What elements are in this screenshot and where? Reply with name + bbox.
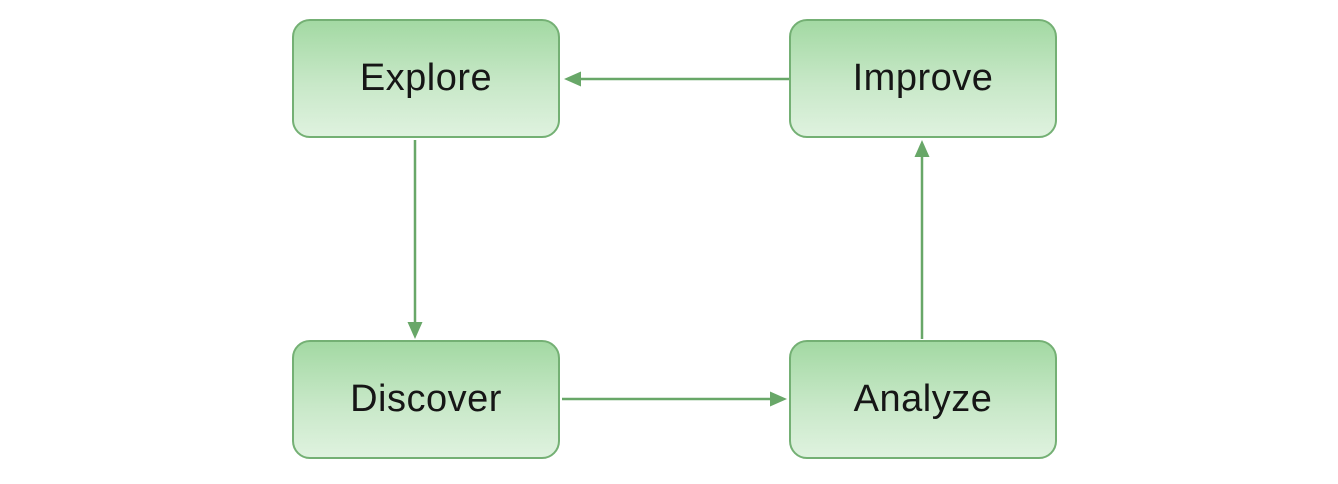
node-analyze: Analyze: [789, 340, 1057, 459]
node-analyze-label: Analyze: [853, 378, 993, 420]
edge-explore-to-discover: [407, 140, 423, 339]
arrowhead-left-icon: [564, 71, 581, 87]
arrowhead-up-icon: [914, 140, 930, 157]
edge-analyze-to-improve: [914, 140, 930, 339]
node-discover-label: Discover: [350, 378, 502, 420]
node-improve: Improve: [789, 19, 1057, 138]
node-improve-label: Improve: [852, 57, 994, 99]
node-explore: Explore: [292, 19, 560, 138]
node-explore-label: Explore: [359, 57, 493, 99]
arrowhead-down-icon: [407, 322, 423, 339]
arrowhead-right-icon: [770, 391, 787, 407]
edge-discover-to-analyze: [562, 391, 787, 407]
edge-improve-to-explore: [564, 71, 789, 87]
node-discover: Discover: [292, 340, 560, 459]
